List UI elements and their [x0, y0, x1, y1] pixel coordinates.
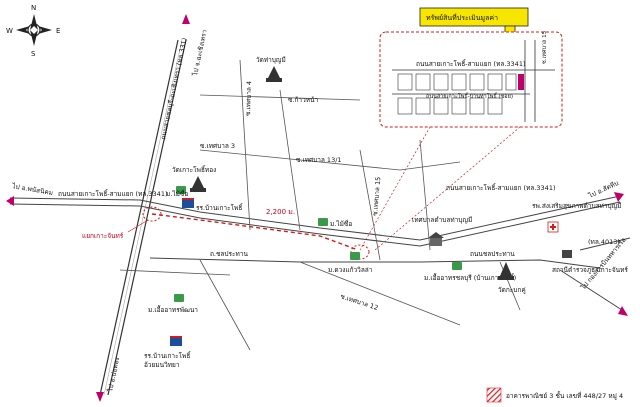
school-icon — [170, 336, 182, 346]
label-thetsaban-1: เทศบาลตำบลท่าบุญมี — [412, 216, 472, 224]
label-ban-kophot: รร.บ้านเกาะโพธิ์ — [196, 203, 244, 212]
highway-label: ถนนสายชลบุรี-ฉะเชิงเทรา (ทล.331) — [159, 37, 188, 140]
label-to-chachoengsao: ไป จ.ฉะเชิงเทรา — [191, 29, 209, 78]
junction-leader — [127, 219, 149, 233]
road-soi-3 — [199, 149, 461, 171]
label-road-3341: ถนนสายเกาะโพธิ์-สามแยก (ทล.3341) — [58, 189, 167, 198]
arrow-west-icon — [6, 196, 14, 206]
label-junction: แยกเกาะจันทร์ — [82, 232, 124, 240]
road-south-1 — [199, 259, 251, 351]
road-4013 — [579, 237, 631, 251]
arrow-south-icon — [96, 392, 104, 402]
road-north-1 — [239, 59, 251, 231]
inset-road-side: ซ.เทศบาล 15 — [541, 30, 548, 64]
government-icon — [428, 232, 444, 246]
label-wat-kophot: วัดเกาะโพธิ์ทอง — [172, 165, 216, 174]
road-southeast — [559, 269, 626, 313]
village-icon — [174, 294, 184, 302]
label-police: สถานีตำรวจภูธรเกาะจันทร์ — [552, 266, 628, 274]
inset-road-top: ถนนสายเกาะโพธิ์-สามแยก (ทล.3341) — [416, 59, 525, 68]
label-talat: ม.ดวงแก้ววิลล่า — [328, 266, 373, 274]
leader-line-left — [359, 126, 431, 251]
label-wat-bang: วัดกะบกคู่ — [498, 286, 526, 294]
label-school-south: รร.บ้านเกาะโพธิ์ — [144, 351, 192, 360]
highway-331 — [99, 39, 187, 396]
arrow-north-icon — [182, 14, 190, 24]
legend-swatch — [486, 387, 502, 403]
label-road-3341-right: ถนนสายเกาะโพธิ์-สามแยก (ทล.3341) — [446, 183, 555, 192]
compass-south: S — [31, 50, 36, 58]
label-chonprathan-left: ถ.ชลประทาน — [210, 250, 248, 258]
label-soi-15: ซ.เทศบาล 15 — [371, 176, 382, 216]
village-icon — [350, 252, 360, 260]
callout-title: ทรัพย์สินที่ประเมินมูลค่า — [426, 13, 498, 22]
compass-north: N — [31, 4, 36, 12]
road-soi-12 — [299, 261, 461, 326]
village-icon — [176, 186, 186, 194]
label-to-phanatnikhom: ไป อ.พนัสนิคม — [11, 182, 54, 197]
label-ban-aoon: ม.เอื้ออาทรชลบุรี (บ้านเกาะโพธิ์) — [424, 273, 516, 282]
label-soi-4: ซ.เทศบาล 4 — [244, 81, 253, 116]
road-north-2 — [279, 89, 301, 231]
village-icon — [452, 262, 462, 270]
arrow-southeast-icon — [618, 306, 628, 316]
inset-map: ถนนสายเกาะโพธิ์-สามแยก (ทล.3341) ถนนสายเ… — [379, 30, 563, 128]
hospital-icon — [547, 221, 559, 233]
compass-rose-icon — [16, 14, 52, 46]
school-icon — [182, 198, 194, 208]
road-3341 — [9, 195, 621, 241]
road-soi-15 — [359, 149, 381, 261]
label-hospital: รพ.ส่งเสริมสุขภาพตำบลท่าบุญมี — [532, 202, 621, 210]
junction-circle — [142, 206, 162, 222]
inset-road-mid: ถนนสายเกาะโพธิ์-บ้านท่าโพธิ์ (ซอย) — [426, 92, 513, 100]
label-soi-3: ซ.เทศบาล 3 — [200, 142, 235, 150]
road-south-2 — [119, 269, 231, 276]
road-3341-edge — [9, 201, 621, 247]
label-wat-bunmi: วัดท่าบุญมี — [256, 56, 286, 64]
label-soi-13: ซ.เทศบาล 13/1 — [296, 156, 342, 164]
label-mai-sue-2: ม.ไม้ซื่อ — [330, 219, 352, 228]
police-icon — [562, 250, 572, 258]
route-distance: 2,200 ม. — [266, 208, 295, 216]
label-chonprathan: ถนนชลประทาน — [470, 250, 515, 258]
compass-west: W — [6, 27, 13, 35]
legend-text: อาคารพาณิชย์ 3 ชั้น เลขที่ 448/27 หมู่ 4 — [506, 391, 623, 400]
label-soi-12: ซ.เทศบาล 12 — [339, 292, 379, 312]
road-soi-13 — [419, 139, 431, 251]
road-chonprathan — [149, 257, 601, 269]
label-ban-phatthana: ม.เอื้ออาทรพัฒนา — [148, 305, 198, 314]
callout-box — [419, 7, 529, 27]
inset-target-plot — [518, 74, 524, 90]
label-school-south-2: อ้วยมนวิทยา — [144, 361, 180, 369]
temple-icon — [498, 262, 514, 280]
temple-icon — [266, 66, 282, 82]
compass-east: E — [56, 27, 60, 35]
road-ban-nong — [199, 94, 361, 101]
label-ban-nong: ซ.ก้าวหน้า — [288, 96, 318, 104]
temple-icon — [190, 176, 206, 192]
label-mai-sue: ม.ไม้ซื่อ — [166, 189, 188, 198]
route-line — [151, 213, 359, 251]
arrow-east-icon — [614, 192, 624, 202]
village-icon — [318, 218, 328, 226]
label-tl4013: (ทล.4013) — [588, 238, 620, 246]
